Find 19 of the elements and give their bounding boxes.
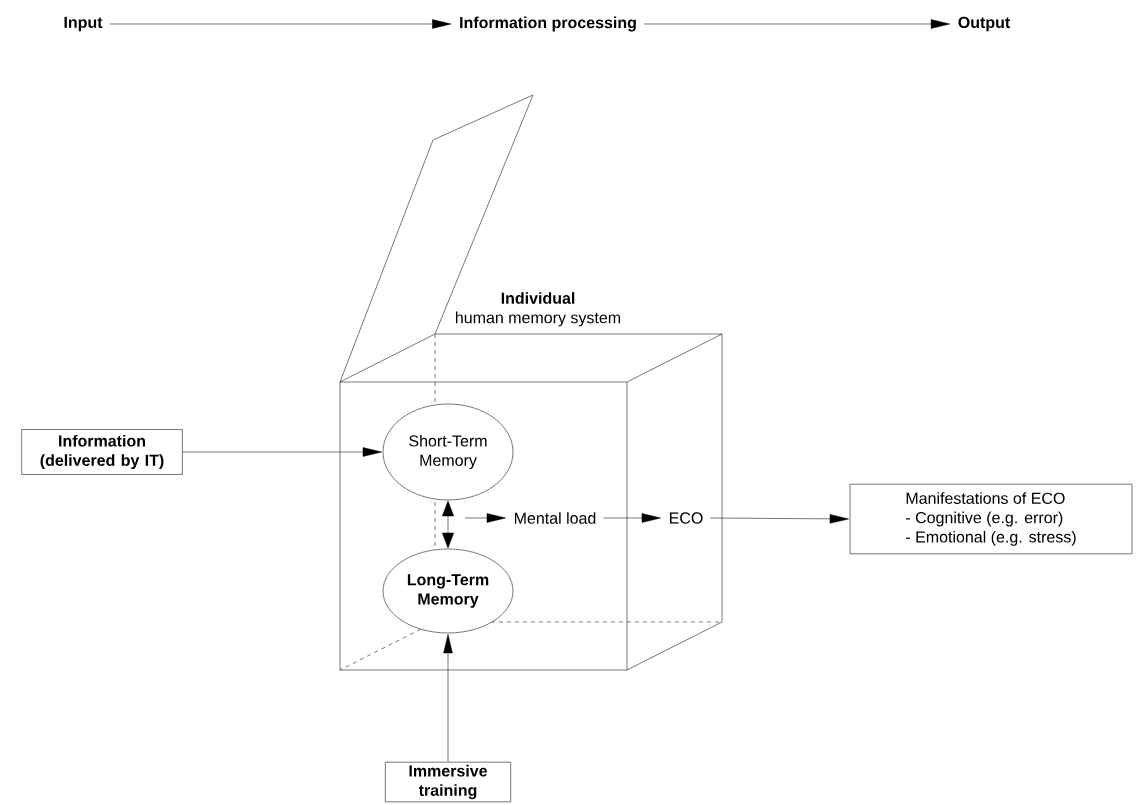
arrow xyxy=(464,513,506,523)
input-box: Information (delivered by IT) xyxy=(21,429,183,475)
input-box: Immersive training xyxy=(385,761,511,803)
subheading: human memory system xyxy=(456,311,621,327)
output-box: Manifestations of ECO - Cognitive (e.g. error) - Emotional (e.g. stress) xyxy=(849,483,1133,555)
stage-label: Mental load xyxy=(514,512,596,524)
arrow xyxy=(442,500,454,549)
stage-label: ECO xyxy=(670,512,703,524)
heading: Individual xyxy=(501,292,575,304)
arrow xyxy=(182,447,382,457)
stage-label: Output xyxy=(958,16,1010,32)
arrow xyxy=(710,514,849,524)
stage-label: Input xyxy=(64,16,103,32)
cube-drawing xyxy=(339,94,723,671)
arrow xyxy=(109,19,452,29)
stage-label: Information processing xyxy=(460,16,636,32)
arrow xyxy=(603,513,661,523)
arrow xyxy=(443,634,453,763)
arrow xyxy=(643,19,950,29)
